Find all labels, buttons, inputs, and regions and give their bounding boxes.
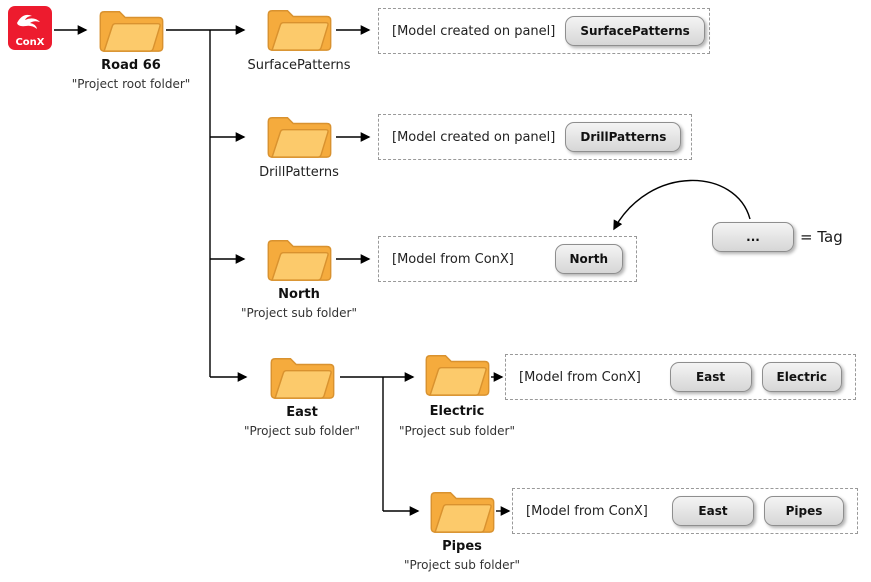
conx-logo: ConX <box>8 6 52 50</box>
folder-subtitle-road-66: "Project root folder" <box>71 77 191 91</box>
tag-north: North <box>554 244 623 274</box>
folder-icon-surfacepatterns <box>265 5 333 53</box>
tag-electric: Electric <box>761 362 842 392</box>
model-box-label: [Model from ConX] <box>519 369 641 385</box>
folder-name-drillpatterns: DrillPatterns <box>259 165 339 180</box>
folder-name-surfacepatterns: SurfacePatterns <box>247 58 351 73</box>
folder-subtitle-north: "Project sub folder" <box>240 306 358 320</box>
model-box-pipes: [Model from ConX] East Pipes <box>512 488 858 534</box>
folder-name-road-66: Road 66 <box>101 58 161 73</box>
tag-drillpatterns: DrillPatterns <box>565 122 682 152</box>
model-box-north: [Model from ConX] North <box>378 236 637 282</box>
tag-east: East <box>672 496 754 526</box>
folder-icon-electric <box>423 350 491 398</box>
model-box-label: [Model from ConX] <box>526 503 648 519</box>
folder-icon-pipes <box>428 487 496 535</box>
folder-name-pipes: Pipes <box>442 539 482 554</box>
folder-subtitle-pipes: "Project sub folder" <box>403 558 521 572</box>
tag-sample-button: ... <box>712 222 794 252</box>
model-box-label: [Model created on panel] <box>392 23 556 39</box>
model-box-drillpatterns: [Model created on panel] DrillPatterns <box>378 114 692 160</box>
tag-surfacepatterns: SurfacePatterns <box>565 16 705 46</box>
folder-name-east: East <box>286 405 318 420</box>
folder-name-electric: Electric <box>429 404 485 419</box>
model-box-label: [Model from ConX] <box>392 251 514 267</box>
folder-icon-road-66 <box>97 6 165 54</box>
folder-name-north: North <box>278 287 320 302</box>
folder-icon-north <box>265 235 333 283</box>
model-box-electric: [Model from ConX] East Electric <box>505 354 856 400</box>
tag-legend-label: = Tag <box>800 228 843 246</box>
folder-icon-east <box>268 353 336 401</box>
folder-subtitle-east: "Project sub folder" <box>243 424 361 438</box>
tag-east: East <box>669 362 752 392</box>
folder-icon-drillpatterns <box>265 112 333 160</box>
conx-logo-icon: ConX <box>8 6 52 50</box>
folder-subtitle-electric: "Project sub folder" <box>398 424 516 438</box>
conx-logo-label: ConX <box>15 37 44 48</box>
model-box-surfacepatterns: [Model created on panel] SurfacePatterns <box>378 8 710 54</box>
tag-pipes: Pipes <box>764 496 844 526</box>
model-box-label: [Model created on panel] <box>392 129 556 145</box>
